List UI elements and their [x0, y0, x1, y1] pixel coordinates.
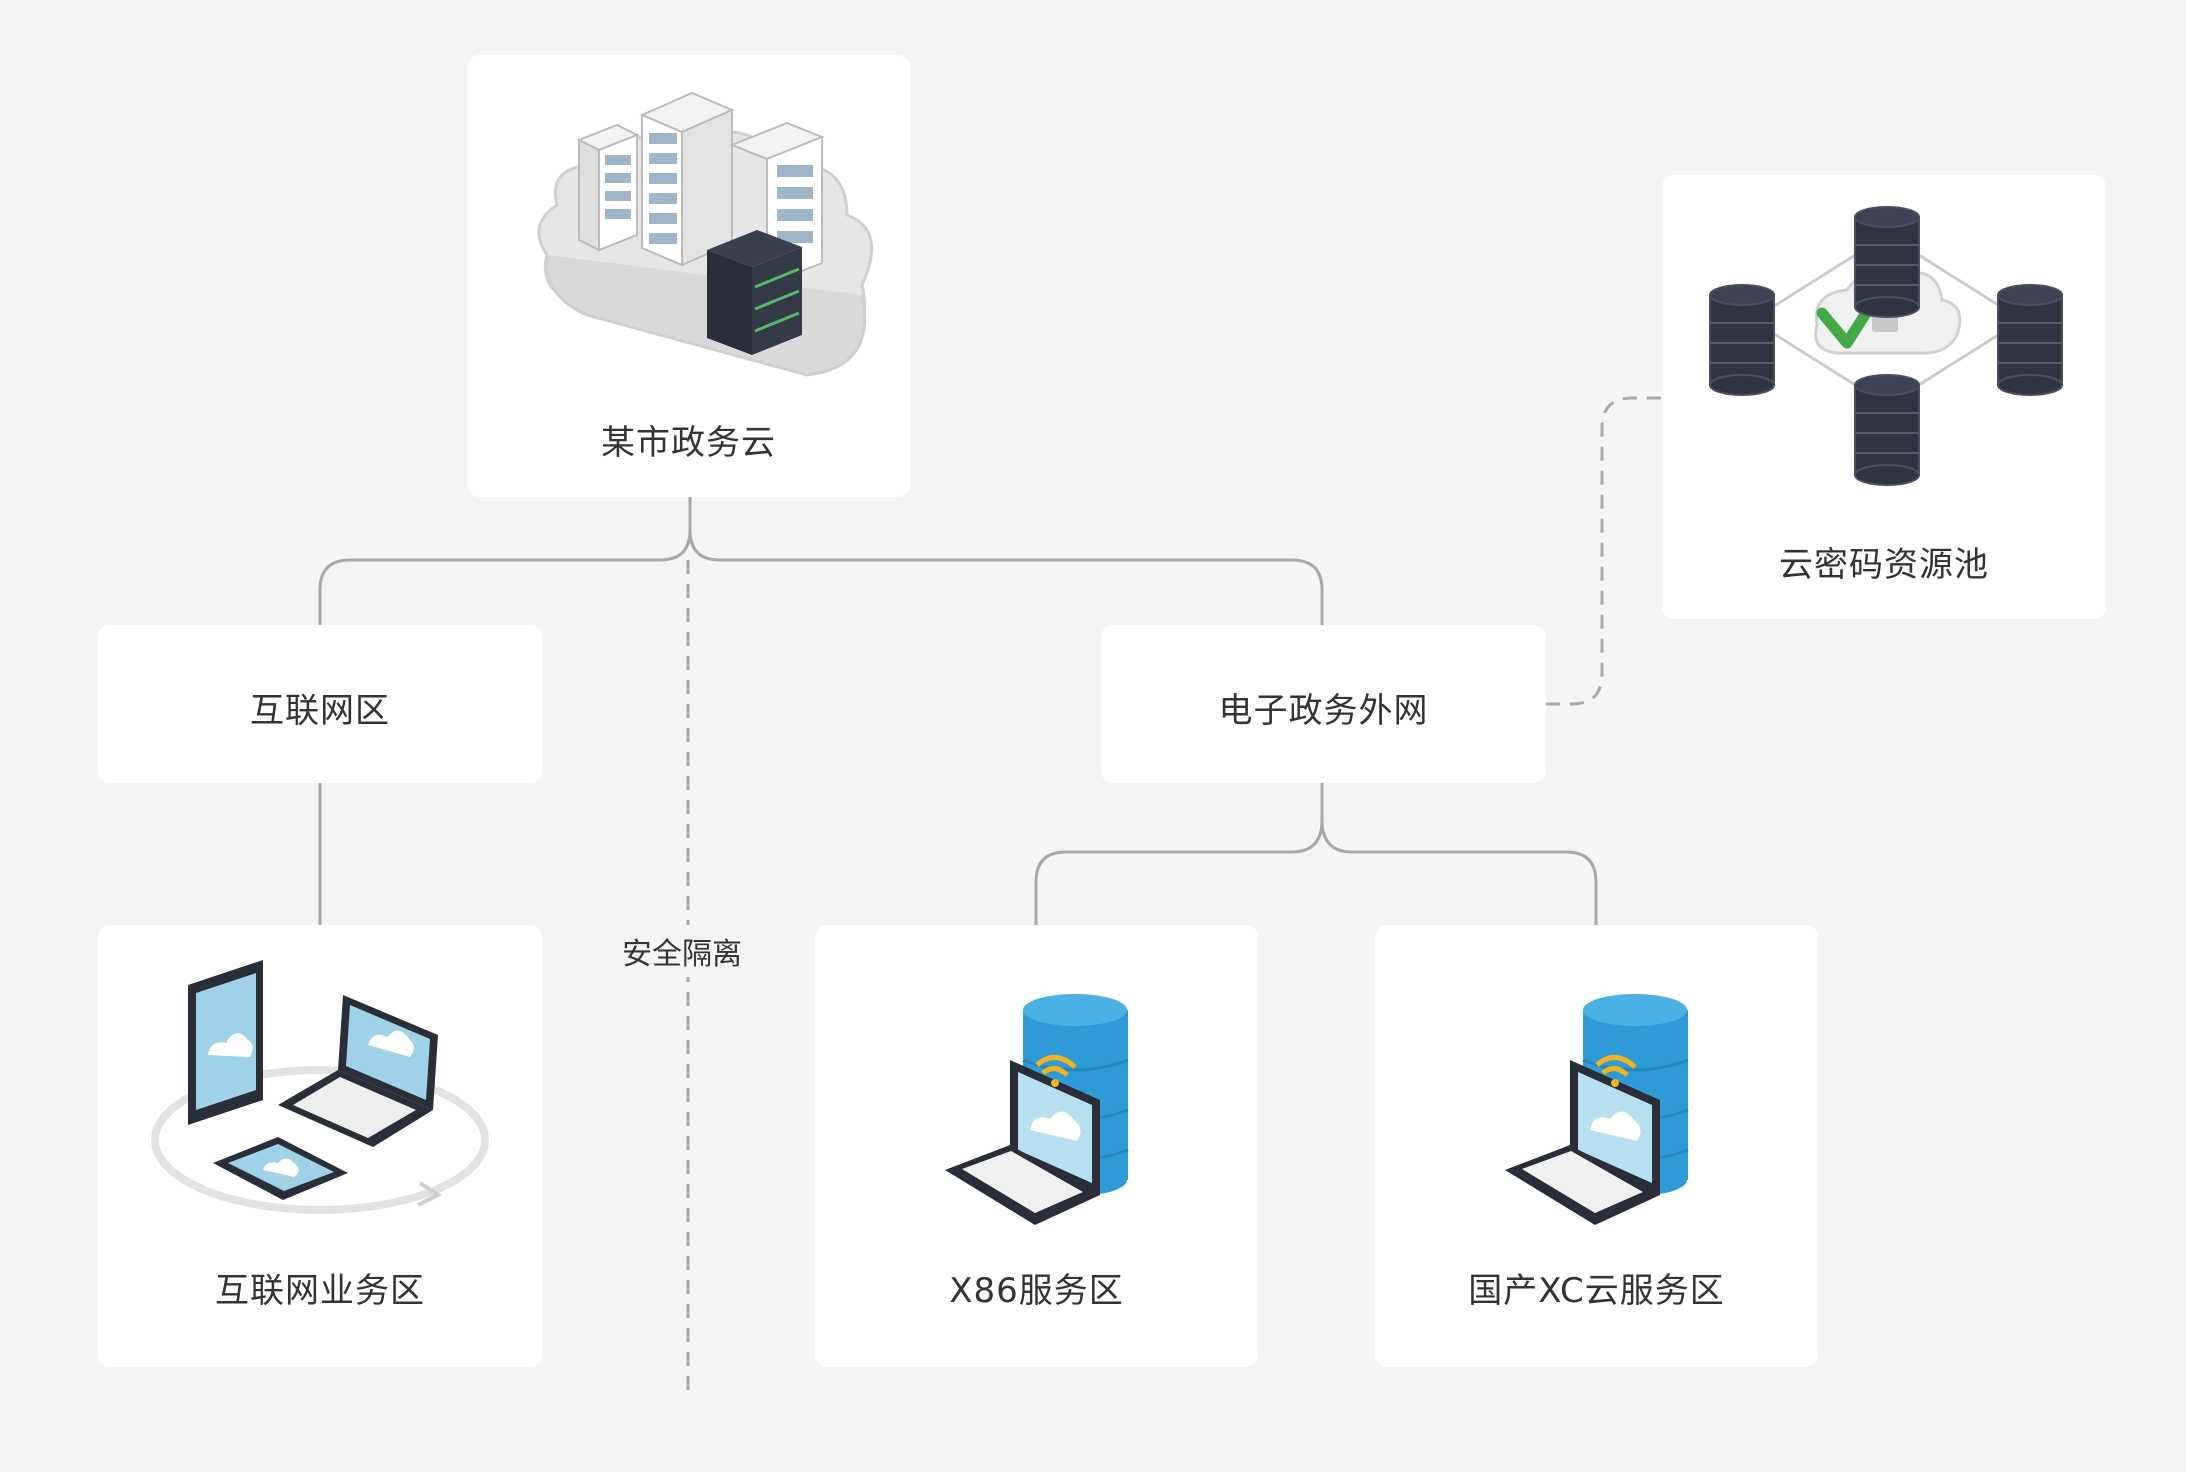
database-cluster-icon [1709, 206, 2063, 486]
node-internet-zone: 互联网区 [98, 625, 542, 783]
connector-crypto-dashed [1546, 396, 1662, 706]
xc-service-label: 国产XC云服务区 [1468, 1271, 1725, 1311]
internet-service-label: 互联网业务区 [215, 1271, 425, 1311]
crypto-pool-label: 云密码资源池 [1779, 545, 1989, 585]
internet-zone-label: 互联网区 [250, 691, 390, 731]
node-x86-service: X86服务区 [815, 925, 1258, 1367]
server-cloud-icon [537, 91, 874, 377]
connector-egov-xc [1320, 819, 1598, 925]
multi-device-icon [151, 960, 489, 1214]
node-egov-extranet: 电子政务外网 [1101, 625, 1546, 783]
node-crypto-pool: 云密码资源池 [1662, 175, 2106, 619]
city-cloud-label: 某市政务云 [601, 423, 776, 463]
connector-egov-x86 [1034, 783, 1324, 925]
node-xc-service: 国产XC云服务区 [1375, 925, 1818, 1367]
laptop-database-icon [1505, 994, 1689, 1225]
node-internet-service: 互联网业务区 [98, 925, 542, 1367]
connector-cloud-branch [318, 497, 692, 625]
egov-extranet-label: 电子政务外网 [1218, 691, 1429, 731]
laptop-database-icon [945, 994, 1129, 1225]
connector-cloud-egov [688, 529, 1324, 625]
node-city-cloud: 某市政务云 [467, 55, 910, 497]
x86-service-label: X86服务区 [949, 1271, 1124, 1311]
isolation-label: 安全隔离 [612, 925, 752, 977]
